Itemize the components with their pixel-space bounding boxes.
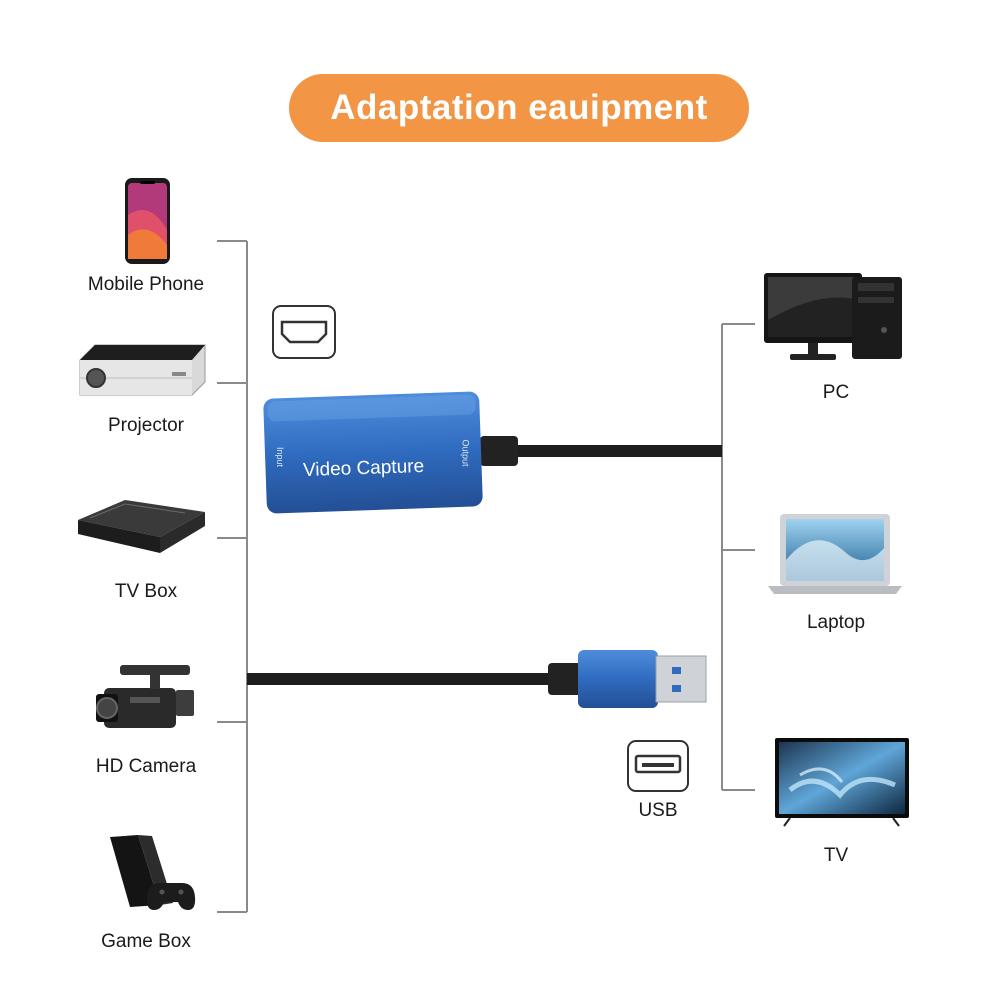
input-connector-lines: [217, 240, 248, 913]
capture-cable: [480, 436, 722, 466]
output-connector-lines: [721, 323, 755, 791]
input-device-label-tv-box: TV Box: [114, 581, 178, 602]
output-device-label-pc: PC: [822, 382, 850, 403]
projector-icon: [79, 344, 206, 396]
tv-icon: [775, 738, 909, 827]
capture-output-label: Output: [460, 439, 471, 467]
mobile-phone-icon: [125, 178, 170, 264]
tv-box-icon: [78, 500, 205, 553]
output-device-label-tv: TV: [823, 845, 849, 866]
usb-cable: [247, 663, 582, 695]
usb-port-icon: [627, 740, 689, 792]
input-device-label-projector: Projector: [107, 415, 185, 436]
output-device-label-laptop: Laptop: [806, 612, 866, 633]
video-capture-device: [263, 391, 483, 514]
laptop-icon: [768, 514, 902, 594]
capture-input-label: Input: [275, 446, 286, 468]
usb-label: USB: [638, 800, 678, 821]
hdmi-port-icon: [272, 305, 336, 359]
input-device-label-mobile-phone: Mobile Phone: [87, 274, 205, 295]
desktop-pc-icon: [764, 273, 902, 360]
input-device-label-game-box: Game Box: [101, 931, 191, 952]
title-banner: Adaptation eauipment: [289, 74, 749, 142]
usb-plug: [578, 650, 707, 708]
input-device-label-hd-camera: HD Camera: [95, 756, 197, 777]
game-console-icon: [110, 835, 196, 910]
capture-device-name: Video Capture: [302, 455, 425, 482]
camera-icon: [96, 665, 194, 728]
